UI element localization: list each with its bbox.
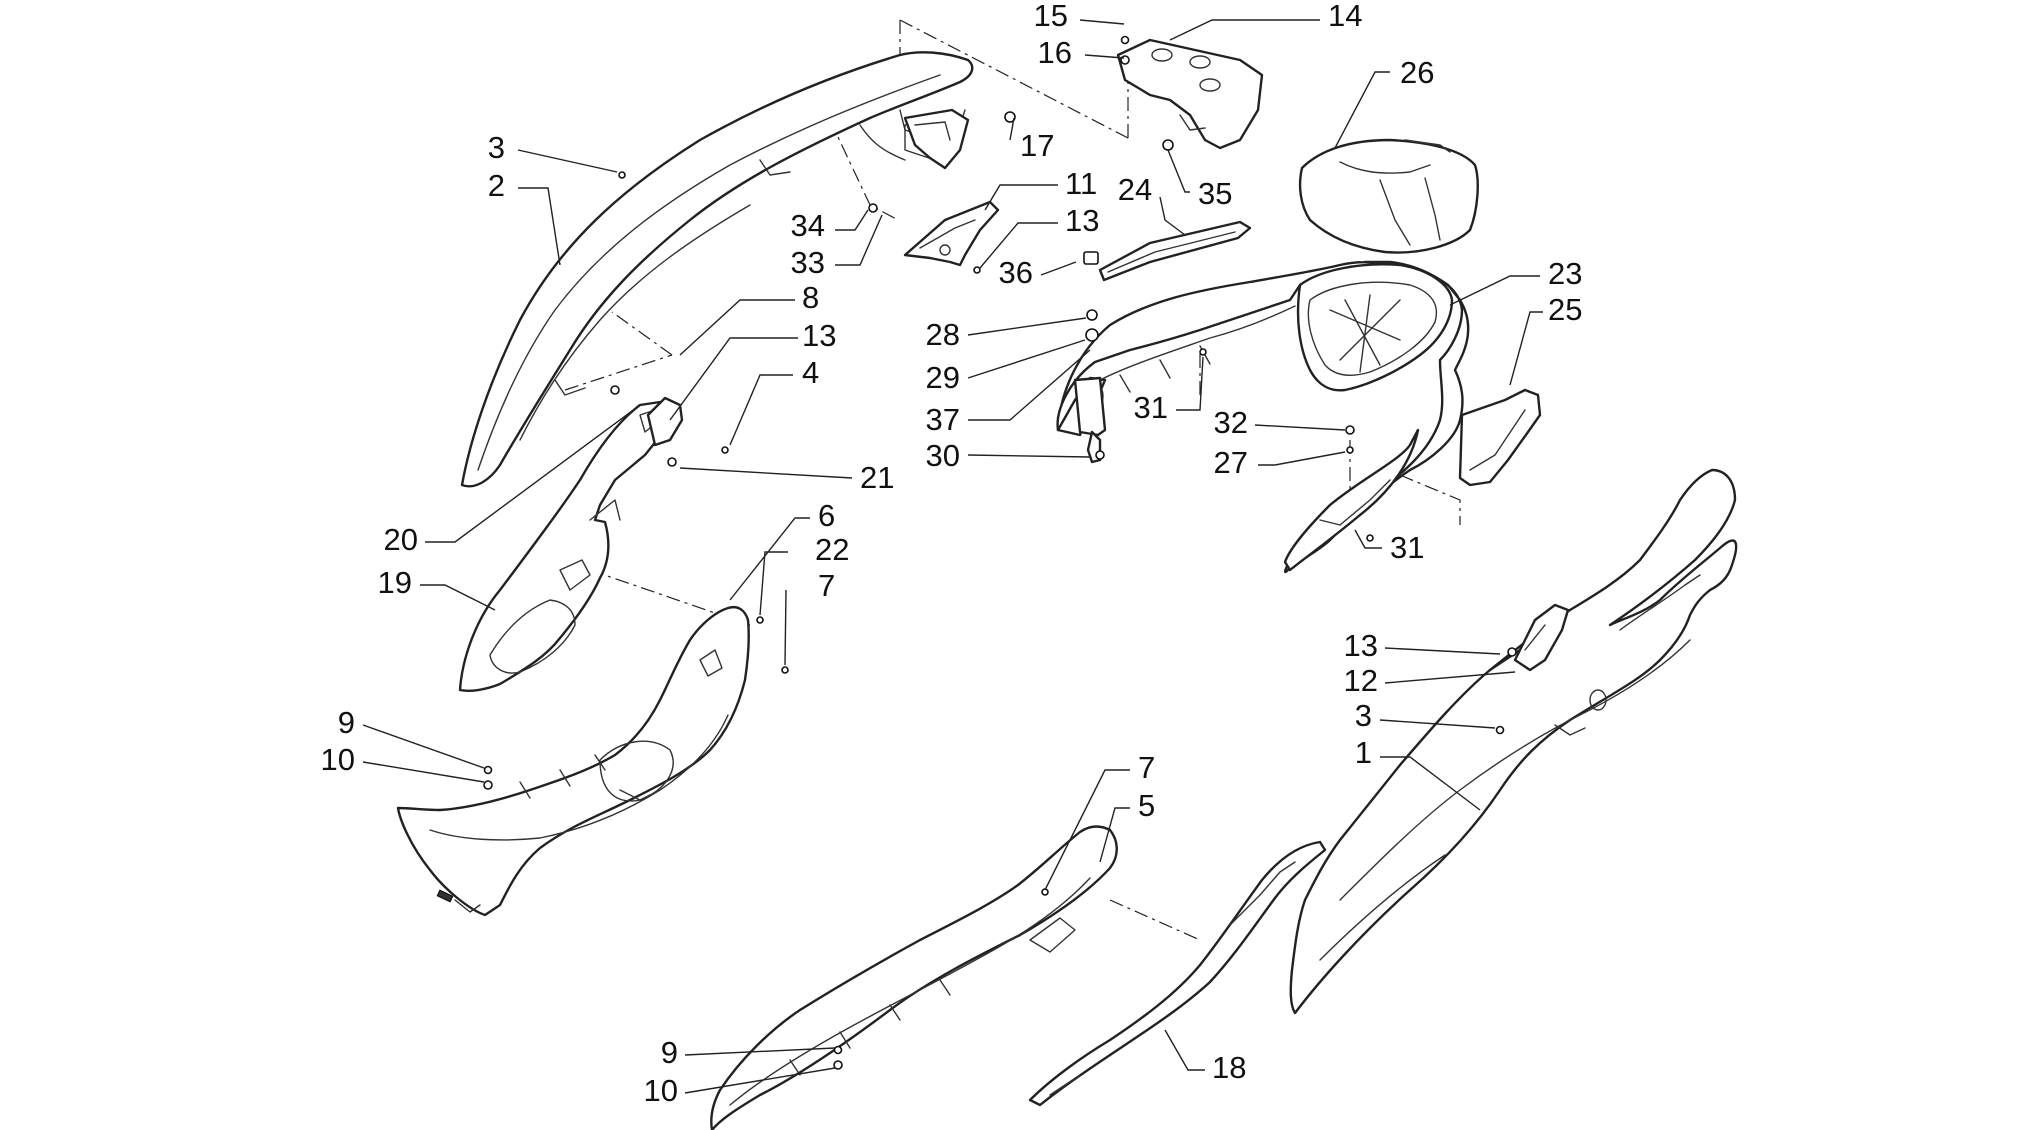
callout-18: 18 — [1212, 1050, 1246, 1085]
part-37-support-column — [1073, 376, 1107, 464]
part-25-trim-strip — [1458, 388, 1542, 487]
callout-19: 19 — [378, 565, 412, 600]
callout-14: 14 — [1328, 0, 1362, 33]
part-11-bracket — [903, 200, 1000, 267]
callout-22: 22 — [815, 532, 849, 567]
callout-10-upper: 10 — [321, 742, 355, 777]
part-17-bracket — [903, 108, 970, 170]
part-23-rear-rack — [1056, 260, 1470, 574]
callout-30: 30 — [926, 438, 960, 473]
callout-31-center: 31 — [1134, 390, 1168, 425]
part-19-inner-panel — [458, 400, 672, 692]
callout-33: 33 — [791, 245, 825, 280]
callout-15: 15 — [1034, 0, 1068, 33]
part-20-bracket — [646, 396, 684, 447]
part-14-plate — [1116, 38, 1264, 150]
part-2-upper-side-rail — [460, 51, 974, 488]
callout-9-lower: 9 — [661, 1035, 678, 1070]
assembly-lines — [564, 19, 1461, 941]
callout-13-upper: 13 — [1065, 203, 1099, 238]
callout-labels: 15 14 16 26 17 3 2 35 11 24 34 13 33 36 … — [321, 0, 1583, 1108]
callout-27: 27 — [1214, 445, 1248, 480]
part-26-backrest-pad — [1298, 138, 1479, 254]
part-24-trim-strip — [1098, 220, 1252, 282]
callout-20: 20 — [384, 522, 418, 557]
callout-2: 2 — [488, 168, 505, 203]
callout-31-right: 31 — [1390, 530, 1424, 565]
callout-13-left: 13 — [802, 318, 836, 353]
callout-21: 21 — [860, 460, 894, 495]
callout-3-right: 3 — [1355, 698, 1372, 733]
part-6-lower-left-panel — [396, 606, 750, 917]
callout-1: 1 — [1355, 735, 1372, 770]
callout-24: 24 — [1118, 172, 1152, 207]
callout-26: 26 — [1400, 55, 1434, 90]
callout-37: 37 — [926, 402, 960, 437]
callout-7-lower: 7 — [1138, 750, 1155, 785]
callout-17: 17 — [1020, 128, 1054, 163]
part-18-lower-trim — [1028, 840, 1327, 1107]
callout-28: 28 — [926, 317, 960, 352]
callout-25: 25 — [1548, 292, 1582, 327]
callout-32: 32 — [1214, 405, 1248, 440]
callout-5: 5 — [1138, 788, 1155, 823]
callout-9-upper: 9 — [338, 705, 355, 740]
callout-4: 4 — [802, 355, 819, 390]
leader-lines — [362, 19, 1543, 1094]
callout-36: 36 — [999, 255, 1033, 290]
callout-12: 12 — [1344, 663, 1378, 698]
callout-29: 29 — [926, 360, 960, 395]
part-12-clip — [1513, 603, 1570, 672]
callout-34: 34 — [791, 208, 825, 243]
callout-7-upper: 7 — [818, 568, 835, 603]
callout-23: 23 — [1548, 256, 1582, 291]
fasteners — [483, 35, 1517, 1070]
callout-11: 11 — [1065, 166, 1097, 201]
callout-8: 8 — [802, 280, 819, 315]
callout-13-right: 13 — [1344, 628, 1378, 663]
callout-10-lower: 10 — [644, 1073, 678, 1108]
callout-3-upper: 3 — [488, 130, 505, 165]
callout-35: 35 — [1198, 176, 1232, 211]
part-5-lower-rail — [710, 825, 1118, 1130]
callout-6: 6 — [818, 498, 835, 533]
callout-16: 16 — [1038, 35, 1072, 70]
